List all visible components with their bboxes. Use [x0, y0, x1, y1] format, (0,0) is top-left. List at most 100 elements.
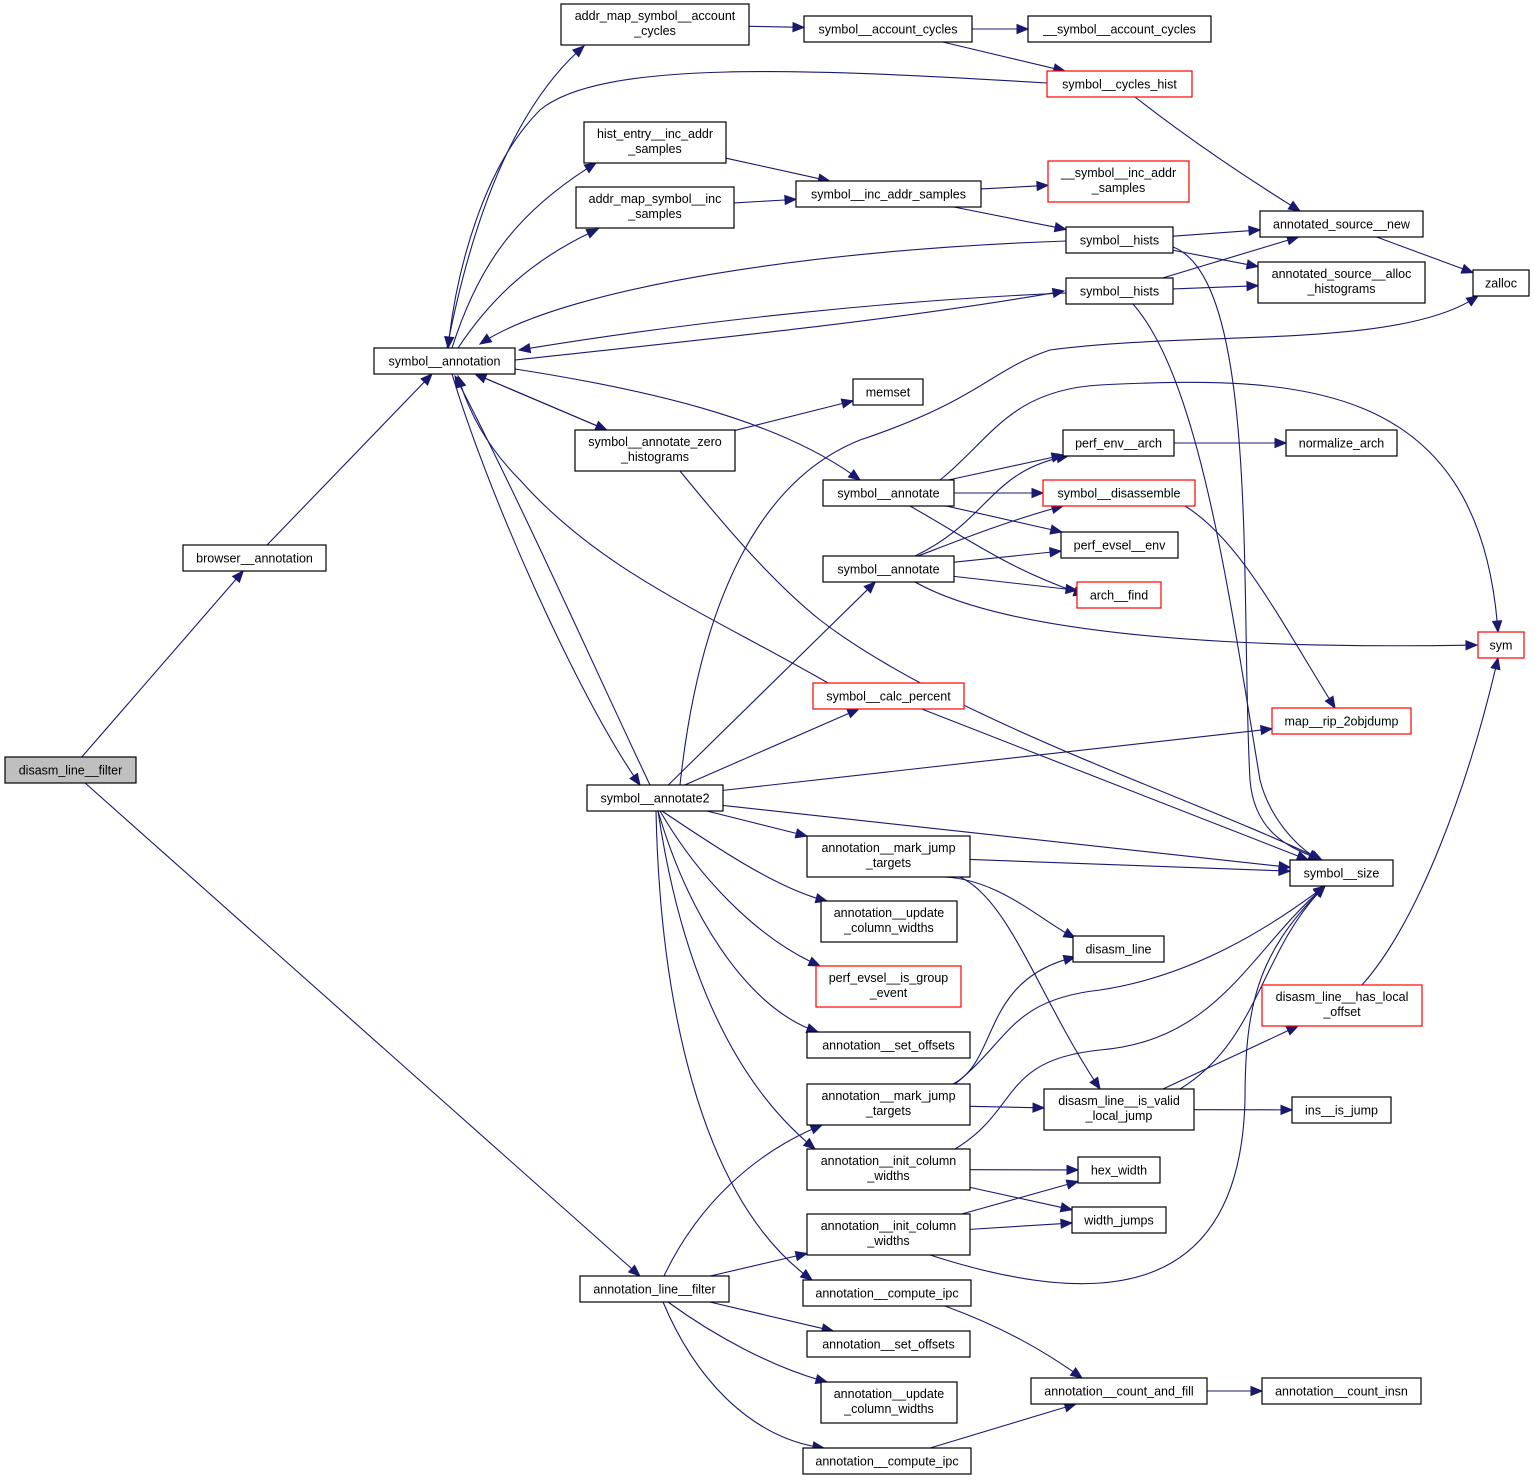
- node-box[interactable]: [1477, 631, 1525, 659]
- node-box[interactable]: [802, 1279, 972, 1307]
- node-annotation-set-offsets-b[interactable]: annotation__set_offsets: [806, 1330, 971, 1358]
- node-disasm-line-filter[interactable]: disasm_line__filter: [4, 756, 137, 784]
- node-symbol-calc-percent[interactable]: symbol__calc_percent: [812, 682, 965, 710]
- node-annotation-init-column-widths-b[interactable]: annotation__init_column_widths: [806, 1213, 971, 1256]
- node-box[interactable]: [1271, 707, 1412, 735]
- node-arch-find[interactable]: arch__find: [1076, 581, 1162, 609]
- node-map-rip-2objdump[interactable]: map__rip_2objdump: [1271, 707, 1412, 735]
- node-symbol-size[interactable]: symbol__size: [1289, 859, 1394, 887]
- node-width-jumps[interactable]: width_jumps: [1071, 1206, 1167, 1234]
- node-box[interactable]: [1071, 1206, 1167, 1234]
- node-box[interactable]: [795, 180, 982, 208]
- node-addr-map-symbol-inc-samples[interactable]: addr_map_symbol__inc_samples: [575, 186, 735, 229]
- node-box[interactable]: [1062, 429, 1175, 457]
- node-box[interactable]: [1030, 1377, 1208, 1405]
- node-box[interactable]: [1060, 531, 1179, 559]
- node-box[interactable]: [1072, 935, 1165, 963]
- node-box[interactable]: [806, 1083, 971, 1126]
- node-box[interactable]: [1076, 581, 1162, 609]
- node-perf-evsel-is-group-event[interactable]: perf_evsel__is_group_event: [815, 965, 962, 1008]
- node-disasm-line[interactable]: disasm_line: [1072, 935, 1165, 963]
- node-normalize-arch[interactable]: normalize_arch: [1285, 429, 1398, 457]
- node-symbol-hists-a[interactable]: symbol__hists: [1065, 226, 1174, 254]
- node-box[interactable]: [812, 682, 965, 710]
- node-box[interactable]: [1261, 1377, 1422, 1405]
- node-symbol-disassemble[interactable]: symbol__disassemble: [1042, 479, 1196, 507]
- node-box[interactable]: [182, 544, 327, 572]
- node-box[interactable]: [815, 965, 962, 1008]
- node-symbol-annotate-a[interactable]: symbol__annotate: [822, 479, 955, 507]
- node-annotated-source-new[interactable]: annotated_source__new: [1259, 210, 1424, 238]
- node-box[interactable]: [1027, 15, 1212, 43]
- node-box[interactable]: [1046, 70, 1193, 98]
- node-box[interactable]: [806, 1031, 971, 1059]
- node-box[interactable]: [1065, 226, 1174, 254]
- node-box[interactable]: [575, 186, 735, 229]
- node-box[interactable]: [1065, 277, 1174, 305]
- node-box[interactable]: [852, 378, 924, 406]
- node-annotation-count-insn[interactable]: annotation__count_insn: [1261, 1377, 1422, 1405]
- node-box[interactable]: [1289, 859, 1394, 887]
- node-box[interactable]: [1285, 429, 1398, 457]
- node-annotation-update-column-widths-b[interactable]: annotation__update_column_widths: [820, 1381, 958, 1424]
- node-annotation-compute-ipc-a[interactable]: annotation__compute_ipc: [802, 1279, 972, 1307]
- node-box[interactable]: [1257, 261, 1426, 304]
- node-annotation-compute-ipc-b[interactable]: annotation__compute_ipc: [802, 1447, 972, 1475]
- node-box[interactable]: [822, 479, 955, 507]
- node-annotated-source-alloc-histograms[interactable]: annotated_source__alloc_histograms: [1257, 261, 1426, 304]
- node-symbol-inc-addr-samples[interactable]: symbol__inc_addr_samples: [795, 180, 982, 208]
- node-box[interactable]: [822, 555, 955, 583]
- node-symbol-annotate-b[interactable]: symbol__annotate: [822, 555, 955, 583]
- node-box[interactable]: [574, 429, 736, 472]
- node-disasm-line-is-valid-local-jump[interactable]: disasm_line__is_valid_local_jump: [1043, 1088, 1195, 1131]
- node-symbol-hists-b[interactable]: symbol__hists: [1065, 277, 1174, 305]
- node-symbol-account-cycles[interactable]: __symbol__account_cycles: [1027, 15, 1212, 43]
- node-symbol-inc-addr-samples[interactable]: __symbol__inc_addr_samples: [1047, 160, 1190, 203]
- node-box[interactable]: [803, 15, 973, 43]
- node-annotation-mark-jump-targets-b[interactable]: annotation__mark_jump_targets: [806, 1083, 971, 1126]
- node-box[interactable]: [820, 1381, 958, 1424]
- node-annotation-line-filter[interactable]: annotation_line__filter: [579, 1275, 730, 1303]
- node-symbol-cycles-hist[interactable]: symbol__cycles_hist: [1046, 70, 1193, 98]
- node-addr-map-symbol-account-cycles[interactable]: addr_map_symbol__account_cycles: [560, 3, 750, 46]
- node-symbol-annotation[interactable]: symbol__annotation: [373, 347, 516, 375]
- node-ins-is-jump[interactable]: ins__is_jump: [1291, 1096, 1392, 1124]
- node-symbol-annotate2[interactable]: symbol__annotate2: [586, 784, 724, 812]
- node-box[interactable]: [1077, 1156, 1161, 1184]
- node-disasm-line-has-local-offset[interactable]: disasm_line__has_local_offset: [1261, 984, 1423, 1027]
- node-annotation-update-column-widths-a[interactable]: annotation__update_column_widths: [820, 900, 958, 943]
- node-sym[interactable]: sym: [1477, 631, 1525, 659]
- node-box[interactable]: [1472, 269, 1530, 297]
- node-box[interactable]: [1291, 1096, 1392, 1124]
- node-annotation-count-and-fill[interactable]: annotation__count_and_fill: [1030, 1377, 1208, 1405]
- node-annotation-mark-jump-targets-a[interactable]: annotation__mark_jump_targets: [806, 835, 971, 878]
- node-box[interactable]: [802, 1447, 972, 1475]
- node-box[interactable]: [373, 347, 516, 375]
- node-box[interactable]: [560, 3, 750, 46]
- node-memset[interactable]: memset: [852, 378, 924, 406]
- node-symbol-account-cycles[interactable]: symbol__account_cycles: [803, 15, 973, 43]
- node-box[interactable]: [806, 1213, 971, 1256]
- node-box[interactable]: [1043, 1088, 1195, 1131]
- node-box[interactable]: [820, 900, 958, 943]
- node-browser-annotation[interactable]: browser__annotation: [182, 544, 327, 572]
- node-zalloc[interactable]: zalloc: [1472, 269, 1530, 297]
- node-box[interactable]: [579, 1275, 730, 1303]
- node-box[interactable]: [1042, 479, 1196, 507]
- node-hist-entry-inc-addr-samples[interactable]: hist_entry__inc_addr_samples: [583, 121, 727, 164]
- node-hex-width[interactable]: hex_width: [1077, 1156, 1161, 1184]
- node-annotation-init-column-widths-a[interactable]: annotation__init_column_widths: [806, 1148, 971, 1191]
- node-box[interactable]: [806, 1148, 971, 1191]
- node-box[interactable]: [1259, 210, 1424, 238]
- node-box[interactable]: [586, 784, 724, 812]
- node-box[interactable]: [583, 121, 727, 164]
- node-perf-env-arch[interactable]: perf_env__arch: [1062, 429, 1175, 457]
- node-box[interactable]: [806, 835, 971, 878]
- node-box[interactable]: [806, 1330, 971, 1358]
- node-perf-evsel-env[interactable]: perf_evsel__env: [1060, 531, 1179, 559]
- node-annotation-set-offsets-a[interactable]: annotation__set_offsets: [806, 1031, 971, 1059]
- node-box[interactable]: [1261, 984, 1423, 1027]
- node-box[interactable]: [1047, 160, 1190, 203]
- node-box[interactable]: [4, 756, 137, 784]
- node-symbol-annotate-zero-histograms[interactable]: symbol__annotate_zero_histograms: [574, 429, 736, 472]
